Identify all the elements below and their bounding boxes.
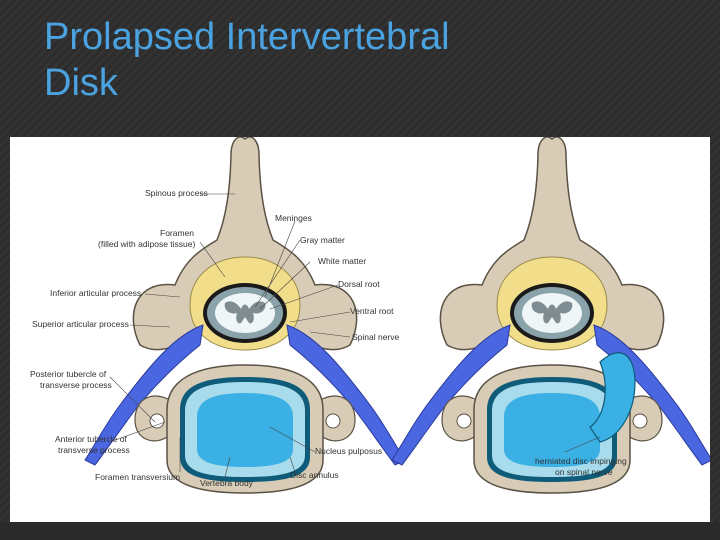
label-foramen-line-1: Foramen	[160, 228, 194, 238]
label-dorsal-root: Dorsal root	[338, 279, 380, 289]
slide-title: Prolapsed Intervertebral Disk	[44, 14, 664, 106]
label-anterior-tubercle-line-1: Anterior tubercle of	[55, 434, 127, 444]
label-gray-matter: Gray matter	[300, 235, 345, 245]
label-foramen-transversium: Foramen transversium	[95, 472, 180, 482]
label-posterior-tubercle-line-2: transverse process	[40, 380, 112, 390]
label-vertebra-body: Vertebra body	[200, 478, 254, 488]
label-inferior-articular-process: Inferior articular process	[50, 288, 141, 298]
label-white-matter: White matter	[318, 256, 366, 266]
label-herniated-disc-line-2: on spinal nerve	[555, 467, 613, 477]
slide-title-line-2: Disk	[44, 62, 118, 104]
label-spinous-process: Spinous process	[145, 188, 208, 198]
label-spinal-nerve: Spinal nerve	[352, 332, 400, 342]
herniated-disc	[589, 352, 636, 443]
label-foramen-line-2: (filled with adipose tissue)	[98, 239, 195, 249]
label-anterior-tubercle-line-2: transverse process	[58, 445, 130, 455]
label-meninges: Meninges	[275, 213, 312, 223]
bottom-strip	[0, 522, 720, 540]
label-posterior-tubercle-line-1: Posterior tubercle of	[30, 369, 107, 379]
label-superior-articular-process: Superior articular process	[32, 319, 129, 329]
vertebra-figure: Spinous process Meninges Foramen (filled…	[10, 137, 710, 522]
slide-title-line-1: Prolapsed Intervertebral	[44, 16, 450, 58]
label-disc-annulus: Disc annulus	[290, 470, 339, 480]
label-nucleus-pulposus: Nucleus pulposus	[315, 446, 382, 456]
label-ventral-root: Ventral root	[350, 306, 394, 316]
leader-lines	[109, 193, 601, 478]
label-herniated-disc-line-1: herniated disc impinging	[535, 456, 627, 466]
vertebra-diagram: Spinous process Meninges Foramen (filled…	[30, 137, 710, 494]
